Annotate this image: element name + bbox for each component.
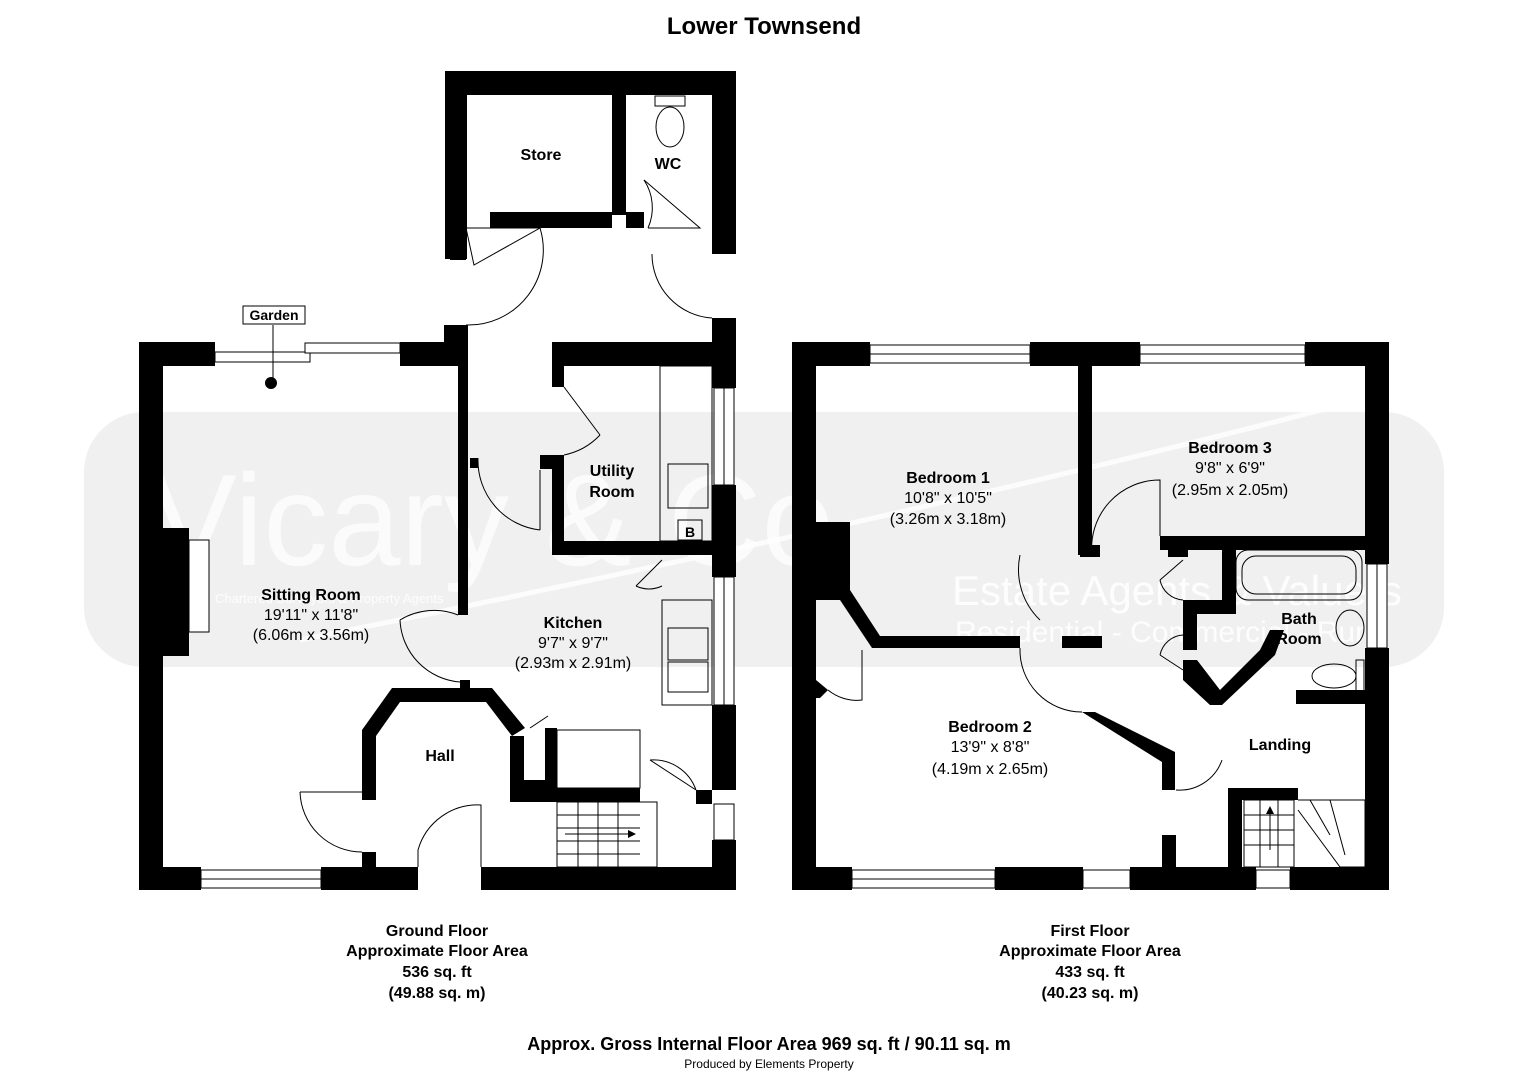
ground-floor-labels: Garden Store WC Utility Room B Sitting R… [242, 147, 695, 765]
utility-label-2: Room [589, 484, 634, 501]
bath-icon [1235, 549, 1363, 601]
bedroom2-name: Bedroom 2 [948, 719, 1032, 736]
ground-stairs-icon [556, 801, 658, 868]
first-floor-labels: Bedroom 1 10'8" x 10'5" (3.26m x 3.18m) … [890, 440, 1322, 778]
ground-floor-walls [139, 71, 736, 890]
bedroom1-imperial: 10'8" x 10'5" [904, 490, 992, 507]
bathroom-label-1: Bath [1281, 611, 1317, 628]
svg-text:433 sq. ft: 433 sq. ft [1055, 964, 1125, 981]
first-floor-walls [792, 342, 1389, 890]
first-stairs-icon [1243, 799, 1366, 868]
ground-floor-summary: Ground Floor Approximate Floor Area 536 … [346, 923, 528, 1002]
bedroom2-imperial: 13'9" x 8'8" [951, 739, 1030, 756]
ground-floor-fittings [163, 95, 735, 889]
first-floor-fittings [827, 344, 1388, 889]
svg-text:536 sq. ft: 536 sq. ft [402, 964, 472, 981]
svg-text:First Floor: First Floor [1050, 923, 1129, 940]
watermark-sectors: Residential - Commercial - Rural [955, 616, 1388, 649]
kitchen-sink-icon [667, 661, 709, 693]
boiler-icon [677, 519, 703, 541]
fireplace-icon [163, 528, 189, 656]
svg-text:(49.88 sq. m): (49.88 sq. m) [389, 985, 486, 1002]
svg-text:Approximate Floor Area: Approximate Floor Area [346, 943, 528, 960]
svg-text:Ground Floor: Ground Floor [386, 923, 488, 940]
first-floor-summary: First Floor Approximate Floor Area 433 s… [999, 923, 1181, 1002]
garden-marker-icon [265, 377, 277, 389]
page-title: Lower Townsend [667, 13, 861, 40]
bedroom2-metric: (4.19m x 2.65m) [932, 761, 1048, 778]
wc-label: WC [655, 156, 682, 173]
garden-label: Garden [249, 307, 298, 323]
bedroom3-imperial: 9'8" x 6'9" [1195, 460, 1265, 477]
gross-area: Approx. Gross Internal Floor Area 969 sq… [527, 1034, 1011, 1054]
produced-by: Produced by Elements Property [684, 1057, 853, 1071]
kitchen-name: Kitchen [544, 615, 603, 632]
hall-label: Hall [425, 748, 454, 765]
bedroom3-metric: (2.95m x 2.05m) [1172, 482, 1288, 499]
watermark-tagline: Estate Agents & Valuers [952, 567, 1402, 614]
sitting-room-imperial: 19'11" x 11'8" [264, 607, 358, 624]
bedroom3-name: Bedroom 3 [1188, 440, 1272, 457]
sitting-room-metric: (6.06m x 3.56m) [253, 627, 369, 644]
bedroom1-name: Bedroom 1 [906, 470, 990, 487]
landing-label: Landing [1249, 737, 1311, 754]
utility-sink-icon [667, 463, 709, 509]
kitchen-metric: (2.93m x 2.91m) [515, 655, 631, 672]
boiler-label: B [685, 524, 695, 540]
bedroom1-metric: (3.26m x 3.18m) [890, 511, 1006, 528]
hob-icon [667, 627, 709, 661]
store-label: Store [521, 147, 562, 164]
svg-text:(40.23 sq. m): (40.23 sq. m) [1042, 985, 1139, 1002]
toilet-icon [655, 106, 685, 148]
bathroom-label-2: Room [1276, 631, 1321, 648]
watermark-small: Chartered Surveyors & Property Agents [215, 591, 444, 606]
kitchen-imperial: 9'7" x 9'7" [538, 635, 608, 652]
svg-text:Approximate Floor Area: Approximate Floor Area [999, 943, 1181, 960]
bath-toilet-icon [1311, 663, 1357, 689]
basin-icon [1335, 609, 1365, 647]
utility-label-1: Utility [590, 463, 635, 480]
store-door [465, 227, 542, 266]
sitting-room-name: Sitting Room [261, 587, 361, 604]
